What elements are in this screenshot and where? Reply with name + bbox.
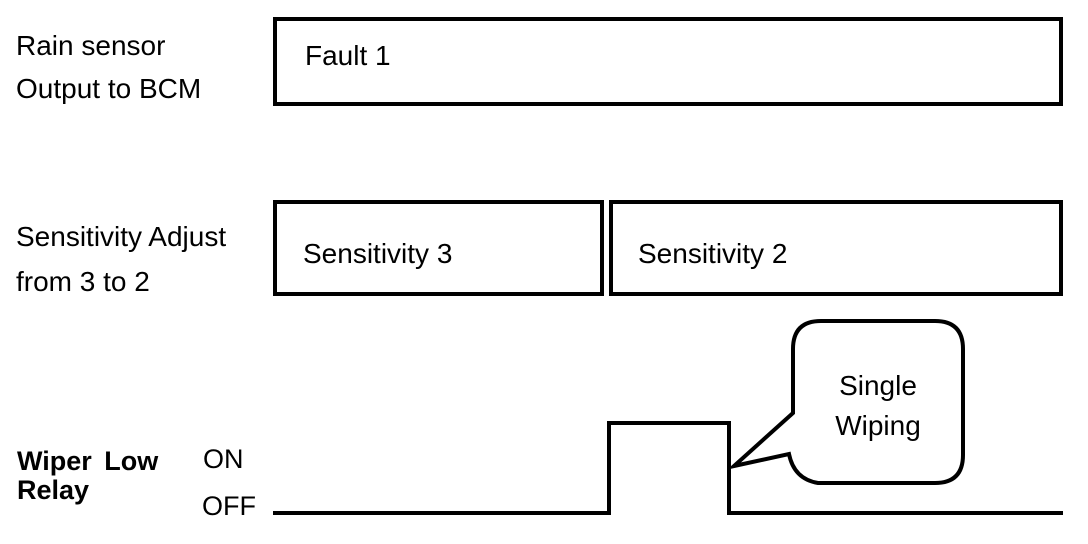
single-wiping-callout-bubble <box>727 319 965 485</box>
wiper-low-relay-label-line1: Wiper Low <box>17 446 159 476</box>
single-wiping-callout-line1: Single <box>839 370 917 401</box>
relay-pulse-waveform <box>273 421 1063 515</box>
single-wiping-callout-line2: Wiping <box>835 410 921 441</box>
rain-sensor-label-line2: Output to BCM <box>16 73 202 104</box>
wiper-low-relay-label-line2: Relay <box>17 475 90 505</box>
sensitivity-2-box: Sensitivity 2 <box>609 200 1063 296</box>
wiper-low-relay-label: Wiper Low Relay <box>17 447 158 505</box>
fault-signal-box: Fault 1 <box>273 17 1063 106</box>
fault-signal-text: Fault 1 <box>305 40 391 71</box>
off-level-label: OFF <box>202 491 256 521</box>
sensitivity-2-text: Sensitivity 2 <box>638 238 788 269</box>
sensitivity-adjust-label-line1: Sensitivity Adjust <box>16 221 227 252</box>
sensitivity-3-box: Sensitivity 3 <box>273 200 604 296</box>
sensitivity-adjust-label-line2: from 3 to 2 <box>16 266 150 297</box>
on-level-label: ON <box>203 444 244 474</box>
rain-sensor-label: Rain sensor Output to BCM <box>16 24 201 110</box>
sensitivity-adjust-label: Sensitivity Adjust from 3 to 2 <box>16 214 226 304</box>
rain-sensor-label-line1: Rain sensor <box>16 30 166 61</box>
sensitivity-3-text: Sensitivity 3 <box>303 238 453 269</box>
single-wiping-callout-text: Single Wiping <box>795 366 961 446</box>
